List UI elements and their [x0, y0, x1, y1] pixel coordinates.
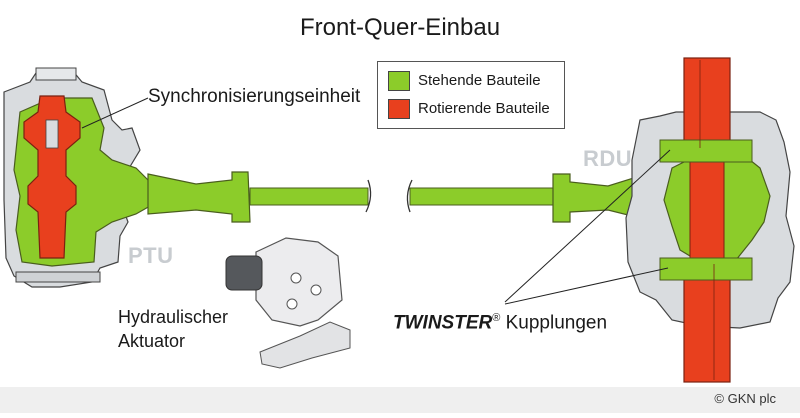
hydraulic-actuator-label-line1: Hydraulischer — [118, 307, 229, 327]
ptu-sync-detail — [45, 119, 59, 149]
ptu-bottom-flange — [15, 271, 101, 283]
rdu-clutch-top — [659, 139, 753, 163]
twinster-brand: TWINSTER — [393, 312, 493, 334]
shaft-break-right — [406, 179, 413, 213]
propeller-shaft — [147, 171, 673, 223]
actuator-port-1 — [290, 272, 302, 284]
leader-sync — [81, 97, 149, 129]
ptu-top-cap — [35, 67, 77, 81]
actuator-port-2 — [310, 284, 322, 296]
ptu-rotating-shaft — [23, 95, 81, 259]
twinster-label: TWINSTER® Kupplungen — [393, 312, 607, 334]
rdu-output-bottom — [683, 261, 731, 383]
rdu-label: RDU — [583, 146, 633, 171]
ptu-label: PTU — [128, 243, 174, 268]
legend-swatch-rotating — [388, 99, 410, 119]
rdu-assembly — [625, 57, 795, 383]
hydraulic-actuator-label: Hydraulischer Aktuator — [118, 305, 228, 353]
legend-label-static: Stehende Bauteile — [418, 72, 541, 89]
shaft-tube-right — [409, 187, 556, 206]
rdu-center-rotor — [689, 149, 725, 263]
legend: Stehende Bauteile Rotierende Bauteile — [377, 61, 565, 129]
diagram-title: Front-Quer-Einbau — [299, 14, 501, 41]
hydraulic-actuator — [225, 237, 351, 369]
sync-unit-label: Synchronisierungseinheit — [148, 86, 361, 107]
actuator-bracket — [259, 321, 351, 369]
hydraulic-actuator-label-line2: Aktuator — [118, 331, 186, 351]
twinster-suffix: Kupplungen — [500, 312, 608, 334]
copyright-text: © GKN plc — [714, 391, 776, 406]
twinster-registered-mark: ® — [492, 312, 501, 324]
legend-swatch-static — [388, 71, 410, 91]
rdu-output-top — [683, 57, 731, 151]
leader-twinster-top — [504, 149, 671, 303]
footer-bar: © GKN plc — [0, 387, 800, 413]
shaft-tube-left — [249, 187, 369, 206]
actuator-motor — [225, 255, 263, 291]
legend-label-rotating: Rotierende Bauteile — [418, 100, 550, 117]
rdu-clutch-bottom — [659, 257, 753, 281]
ptu-output-flange — [147, 171, 251, 223]
shaft-break-left — [365, 179, 372, 213]
ptu-assembly — [3, 67, 151, 288]
actuator-port-3 — [286, 298, 298, 310]
leader-twinster-bottom — [504, 267, 669, 305]
